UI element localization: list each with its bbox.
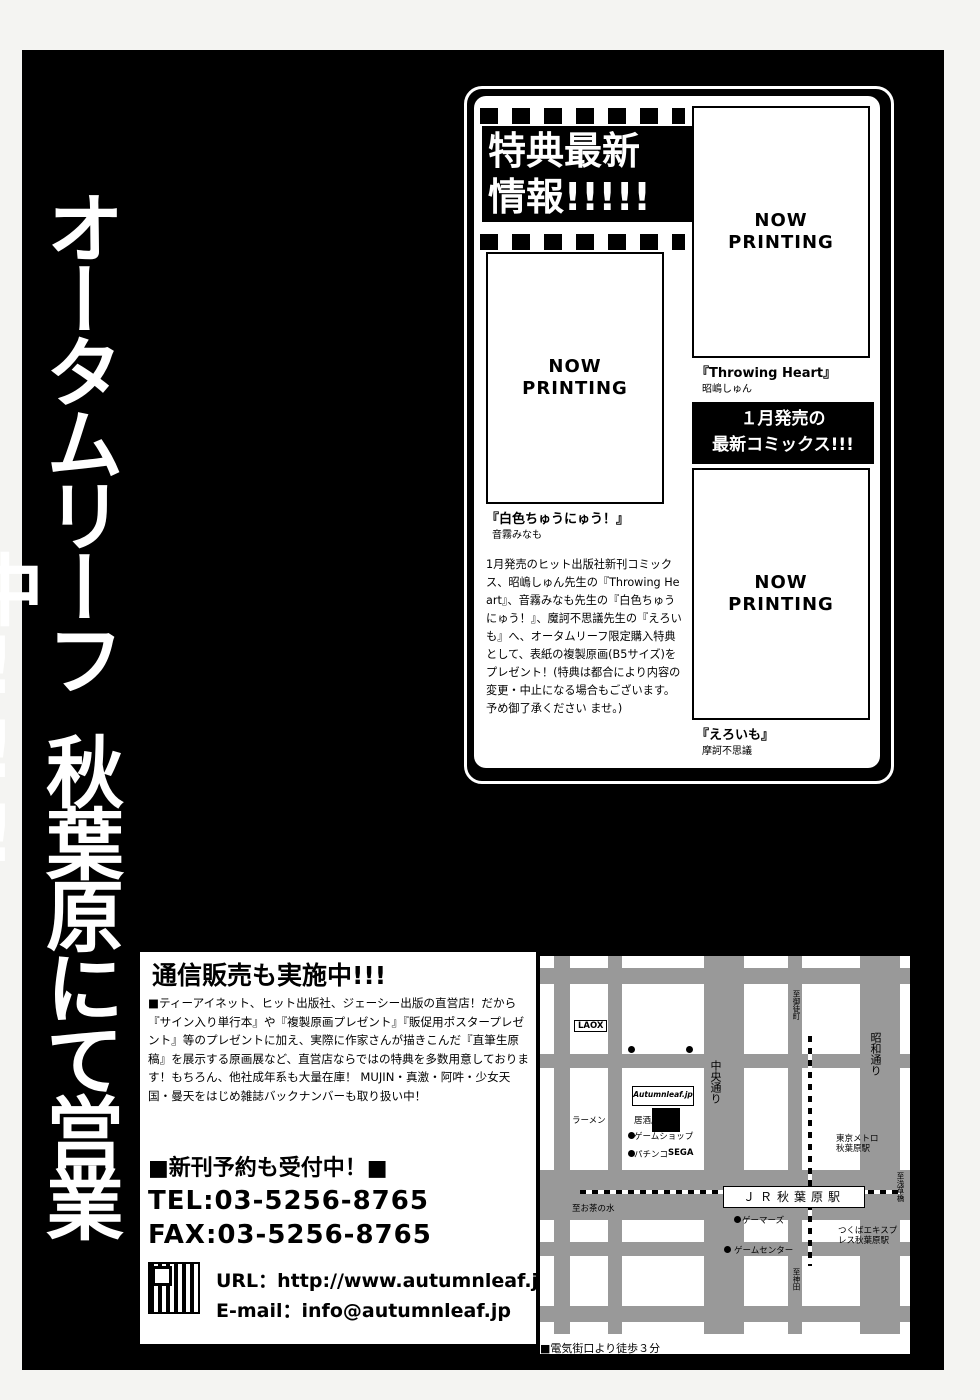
preorder-heading: ■新刊予約も受付中！■ bbox=[148, 1156, 388, 1181]
metro-label: 東京メトロ秋葉原駅 bbox=[836, 1134, 879, 1154]
map-dot bbox=[628, 1132, 635, 1139]
railway bbox=[808, 1036, 812, 1266]
store-description: ■ティーアイネット、ヒット出版社、ジェーシー出版の直営店！だから『サイン入り単行… bbox=[148, 996, 529, 1103]
now-label: NOW bbox=[754, 572, 808, 593]
release-line1: １月発売の bbox=[740, 409, 826, 429]
printing-label: PRINTING bbox=[522, 378, 628, 399]
banner-line2: 秋葉原にて営業中!!! bbox=[0, 550, 123, 1236]
chuo-dori-label: 中央通り bbox=[709, 1060, 722, 1104]
road bbox=[554, 956, 570, 1344]
cover-title-3: 『えろいも』 bbox=[696, 728, 775, 743]
vertical-banner: オータムリーフ秋葉原にて営業中!!! bbox=[0, 62, 123, 1362]
access-map: ＪＲ秋葉原駅 LAOX ラーメン Autumnleaf.jp 居酒屋 ゲームショ… bbox=[540, 956, 910, 1344]
film-strip-bottom bbox=[480, 234, 685, 250]
okachimachi-label: 至御徒町 bbox=[792, 990, 801, 1020]
cover-title-1: 『Throwing Heart』 bbox=[696, 366, 837, 381]
bonus-heading: 特典最新 情報!!!!! bbox=[482, 126, 704, 222]
bonus-heading-line2: 情報!!!!! bbox=[488, 175, 651, 219]
cover-title-2: 『白色ちゅうにゅう！』 bbox=[486, 512, 630, 527]
printing-label: PRINTING bbox=[728, 232, 834, 253]
cover-eroimo: NOW PRINTING bbox=[692, 468, 870, 720]
walk-info: ■電気街口より徒歩３分 bbox=[540, 1342, 661, 1355]
road bbox=[788, 956, 802, 1344]
chuo-dori-road bbox=[704, 956, 744, 1344]
cover-throwing-heart: NOW PRINTING bbox=[692, 106, 870, 358]
banner-line1: オータムリーフ bbox=[33, 188, 123, 692]
showa-dori-road bbox=[860, 956, 900, 1344]
showa-dori-label: 昭和通り bbox=[869, 1032, 882, 1076]
now-label: NOW bbox=[754, 210, 808, 231]
cover-shiroiro: NOW PRINTING bbox=[486, 252, 664, 504]
map-dot bbox=[628, 1046, 635, 1053]
tel-number: TEL:03-5256-8765 bbox=[148, 1186, 429, 1216]
printing-label: PRINTING bbox=[728, 594, 834, 615]
info-panel bbox=[140, 952, 536, 1344]
izakaya-label: 居酒屋 bbox=[634, 1116, 660, 1126]
ochanomizu-label: 至お茶の水 bbox=[572, 1204, 615, 1214]
road bbox=[608, 956, 622, 1344]
cover-author-2: 音霧みなも bbox=[492, 530, 542, 541]
qr-code-icon bbox=[148, 1262, 200, 1314]
gameshop-label: ゲームショップ bbox=[634, 1132, 694, 1142]
map-dot bbox=[628, 1150, 635, 1157]
fax-number: FAX:03-5256-8765 bbox=[148, 1220, 432, 1250]
bonus-description: 1月発売のヒット出版社新刊コミックス、昭嶋しゅん先生の『Throwing Hea… bbox=[486, 558, 682, 715]
walk-bar bbox=[540, 1334, 910, 1354]
map-dot bbox=[724, 1246, 731, 1253]
asakusabashi-label: 至浅草橋 bbox=[896, 1172, 905, 1202]
jr-station: ＪＲ秋葉原駅 bbox=[723, 1186, 865, 1208]
website-url[interactable]: URL：http://www.autumnleaf.jp bbox=[216, 1270, 552, 1292]
autumnleaf-store: Autumnleaf.jp bbox=[632, 1086, 694, 1106]
release-line2: 最新コミックス!!! bbox=[712, 435, 854, 455]
mailorder-heading: 通信販売も実施中!!! bbox=[152, 961, 387, 990]
laox-label: LAOX bbox=[574, 1020, 608, 1032]
gamecenter-label: ゲームセンター bbox=[734, 1246, 794, 1256]
email-address[interactable]: E-mail：info@autumnleaf.jp bbox=[216, 1300, 511, 1322]
gamers-label: ゲーマーズ bbox=[742, 1216, 785, 1226]
map-dot bbox=[686, 1046, 693, 1053]
bonus-heading-line1: 特典最新 bbox=[488, 129, 641, 173]
cover-author-1: 昭嶋しゅん bbox=[702, 384, 752, 395]
now-label: NOW bbox=[548, 356, 602, 377]
kanda-label: 至神田 bbox=[792, 1268, 801, 1291]
map-dot bbox=[734, 1216, 741, 1223]
tsukuba-label: つくばエキスプレス秋葉原駅 bbox=[838, 1226, 898, 1246]
pachinko-label: パチンコ bbox=[634, 1150, 669, 1160]
store-location-marker bbox=[652, 1108, 680, 1132]
sega-label: SEGA bbox=[668, 1148, 694, 1158]
film-strip-top bbox=[480, 108, 685, 124]
release-banner: １月発売の 最新コミックス!!! bbox=[692, 402, 874, 464]
cover-author-3: 摩訶不思議 bbox=[702, 746, 752, 757]
ramen-label: ラーメン bbox=[572, 1116, 606, 1126]
